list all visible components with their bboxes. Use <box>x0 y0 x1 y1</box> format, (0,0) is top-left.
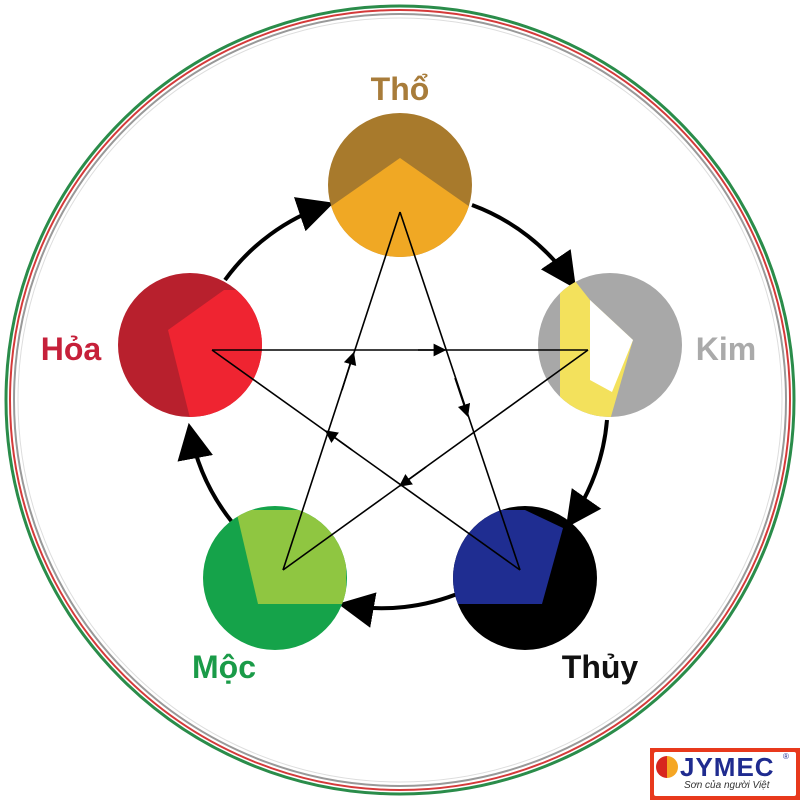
cycle-arrow-hoa-tho <box>223 197 334 282</box>
pentagram <box>211 211 589 571</box>
cycle-arrows <box>177 197 609 628</box>
star-line-thuy-hoa <box>211 349 521 571</box>
star-arrow-thuy-hoa <box>324 430 353 451</box>
cycle-arrow-moc-hoa <box>177 422 234 524</box>
star-line-moc-tho <box>282 211 401 571</box>
logo-tagline: Sơn của người Việt <box>684 780 770 791</box>
element-circles <box>118 113 682 650</box>
label-tho: Thổ <box>371 71 430 107</box>
cycle-arrow-kim-thuy <box>565 419 609 528</box>
outer-ring-light <box>17 17 783 783</box>
circle-segment-tho <box>330 158 472 257</box>
label-thuy: Thủy <box>562 649 639 685</box>
circle-segment-hoa <box>168 290 262 417</box>
star-arrow-moc-tho <box>341 351 357 391</box>
star-line-kim-moc <box>282 349 589 571</box>
element-circle-kim <box>538 273 682 417</box>
label-kim: Kim <box>696 331 756 367</box>
logo-name: JYMEC <box>680 752 775 782</box>
cycle-arrow-tho-kim <box>471 203 577 289</box>
outer-ring-red <box>9 9 791 791</box>
star-arrow-tho-thuy <box>454 377 471 418</box>
element-circle-moc <box>203 506 347 650</box>
element-circle-tho <box>328 113 472 257</box>
circle-segment-moc <box>236 510 346 604</box>
star-arrows <box>324 343 471 487</box>
element-circle-hoa <box>118 273 262 417</box>
outer-ring-green <box>4 4 796 796</box>
label-hoa: Hỏa <box>41 331 102 367</box>
cycle-arrow-thuy-moc <box>337 590 463 628</box>
logo-registered-mark: ® <box>783 752 789 761</box>
circle-segment-thuy <box>453 510 563 604</box>
logo-box <box>654 752 796 796</box>
outer-ring-gray <box>13 13 787 787</box>
logo-swirl-icon <box>656 756 678 778</box>
element-circle-thuy <box>453 506 597 650</box>
star-arrow-kim-moc <box>398 466 427 487</box>
label-moc: Mộc <box>192 649 256 685</box>
jymec-logo: JYMEC ® Sơn của người Việt <box>650 748 800 800</box>
circle-notch-kim <box>590 300 633 392</box>
